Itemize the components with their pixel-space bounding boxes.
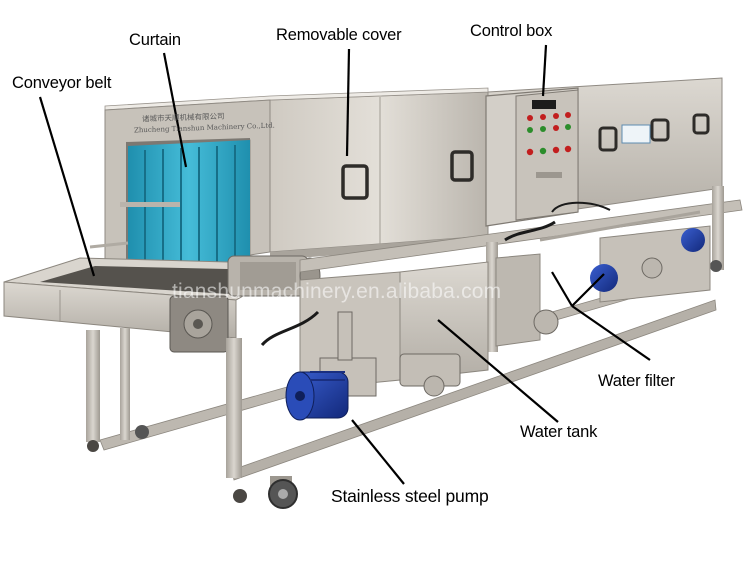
- leader-water-filter-1: [571, 305, 651, 361]
- leader-curtain: [162, 52, 188, 168]
- curtain-strips: [120, 140, 250, 262]
- label-water-filter: Water filter: [598, 372, 675, 390]
- label-control-box: Control box: [470, 22, 553, 40]
- leader-control-box: [541, 44, 548, 97]
- watermark: tianshunmachinery.en.alibaba.com: [172, 280, 502, 303]
- stainless-steel-pump: [285, 311, 461, 421]
- leader-removable-cover: [345, 48, 351, 157]
- caster-wheel: [268, 476, 298, 509]
- filter-pumps: [533, 210, 705, 335]
- callout-lines: [38, 44, 651, 485]
- label-curtain: Curtain: [129, 31, 181, 49]
- leader-stainless-steel-pump: [351, 419, 405, 485]
- control-box: [485, 87, 579, 227]
- label-removable-cover: Removable cover: [276, 26, 402, 44]
- cover-handles: [341, 113, 710, 200]
- leader-water-filter-2: [551, 271, 573, 307]
- label-stainless-steel-pump: Stainless steel pump: [331, 486, 489, 506]
- leader-water-tank: [437, 319, 559, 423]
- label-water-tank: Water tank: [520, 423, 598, 441]
- leader-water-filter-3: [571, 273, 605, 307]
- label-conveyor-belt: Conveyor belt: [12, 74, 112, 92]
- leader-conveyor-belt: [38, 96, 96, 277]
